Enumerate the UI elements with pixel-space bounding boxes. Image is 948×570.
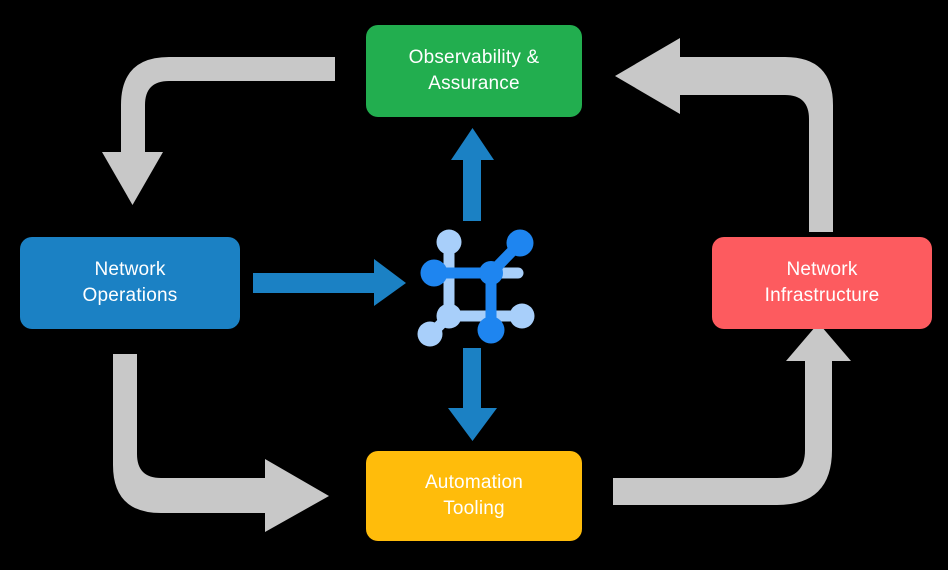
elbow-arrow-up-icon xyxy=(613,323,851,505)
node-observability-assurance[interactable]: Observability & Assurance xyxy=(366,25,582,117)
elbow-arrow-right-icon xyxy=(113,354,329,532)
arrow-right-icon xyxy=(253,259,406,306)
elbow-arrow-down-icon xyxy=(102,57,335,205)
node-automation-tooling[interactable]: Automation Tooling xyxy=(366,451,582,541)
arrow-up-icon xyxy=(451,128,494,221)
node-label: Network Infrastructure xyxy=(764,259,880,306)
node-label: Observability & Assurance xyxy=(408,47,540,94)
elbow-arrow-left-icon xyxy=(615,38,833,232)
arrow-down-icon xyxy=(448,348,497,441)
node-label: Network Operations xyxy=(82,259,178,306)
network-topology-icon xyxy=(417,229,535,347)
node-network-infrastructure[interactable]: Network Infrastructure xyxy=(712,237,932,329)
node-label: Automation Tooling xyxy=(424,472,524,519)
node-network-operations[interactable]: Network Operations xyxy=(20,237,240,329)
